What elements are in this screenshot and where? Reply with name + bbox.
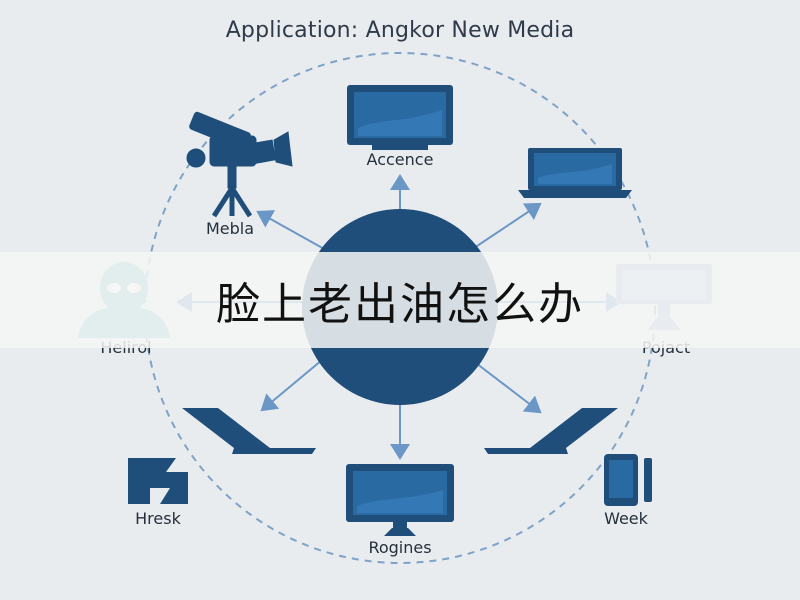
laptop-icon — [518, 148, 632, 198]
arrow-bottom-right — [471, 359, 542, 414]
arrow-bottom-left — [260, 359, 323, 412]
node-label-bottom-left: Hresk — [135, 509, 181, 528]
diagram-title: Application: Angkor New Media — [225, 18, 575, 43]
arrow-top-right — [473, 202, 542, 249]
node-label-bottom: Rogines — [368, 538, 432, 557]
arrow-top-left — [256, 210, 327, 251]
laptop-icon-bottom-left — [182, 408, 316, 454]
monitor-icon — [347, 85, 453, 150]
monitor-icon-bottom — [346, 464, 454, 536]
node-label-top-left: Mebla — [205, 219, 255, 238]
logo-icon — [128, 458, 188, 504]
laptop-icon-bottom-right — [484, 408, 618, 454]
node-label-bottom-right: Week — [604, 509, 648, 528]
banner-text: 脸上老出油怎么办 — [216, 279, 584, 330]
overlay-banner — [0, 252, 800, 348]
phone-icon — [604, 454, 652, 506]
camera-tripod-icon — [186, 111, 293, 218]
node-label-top: Accence — [366, 150, 434, 169]
